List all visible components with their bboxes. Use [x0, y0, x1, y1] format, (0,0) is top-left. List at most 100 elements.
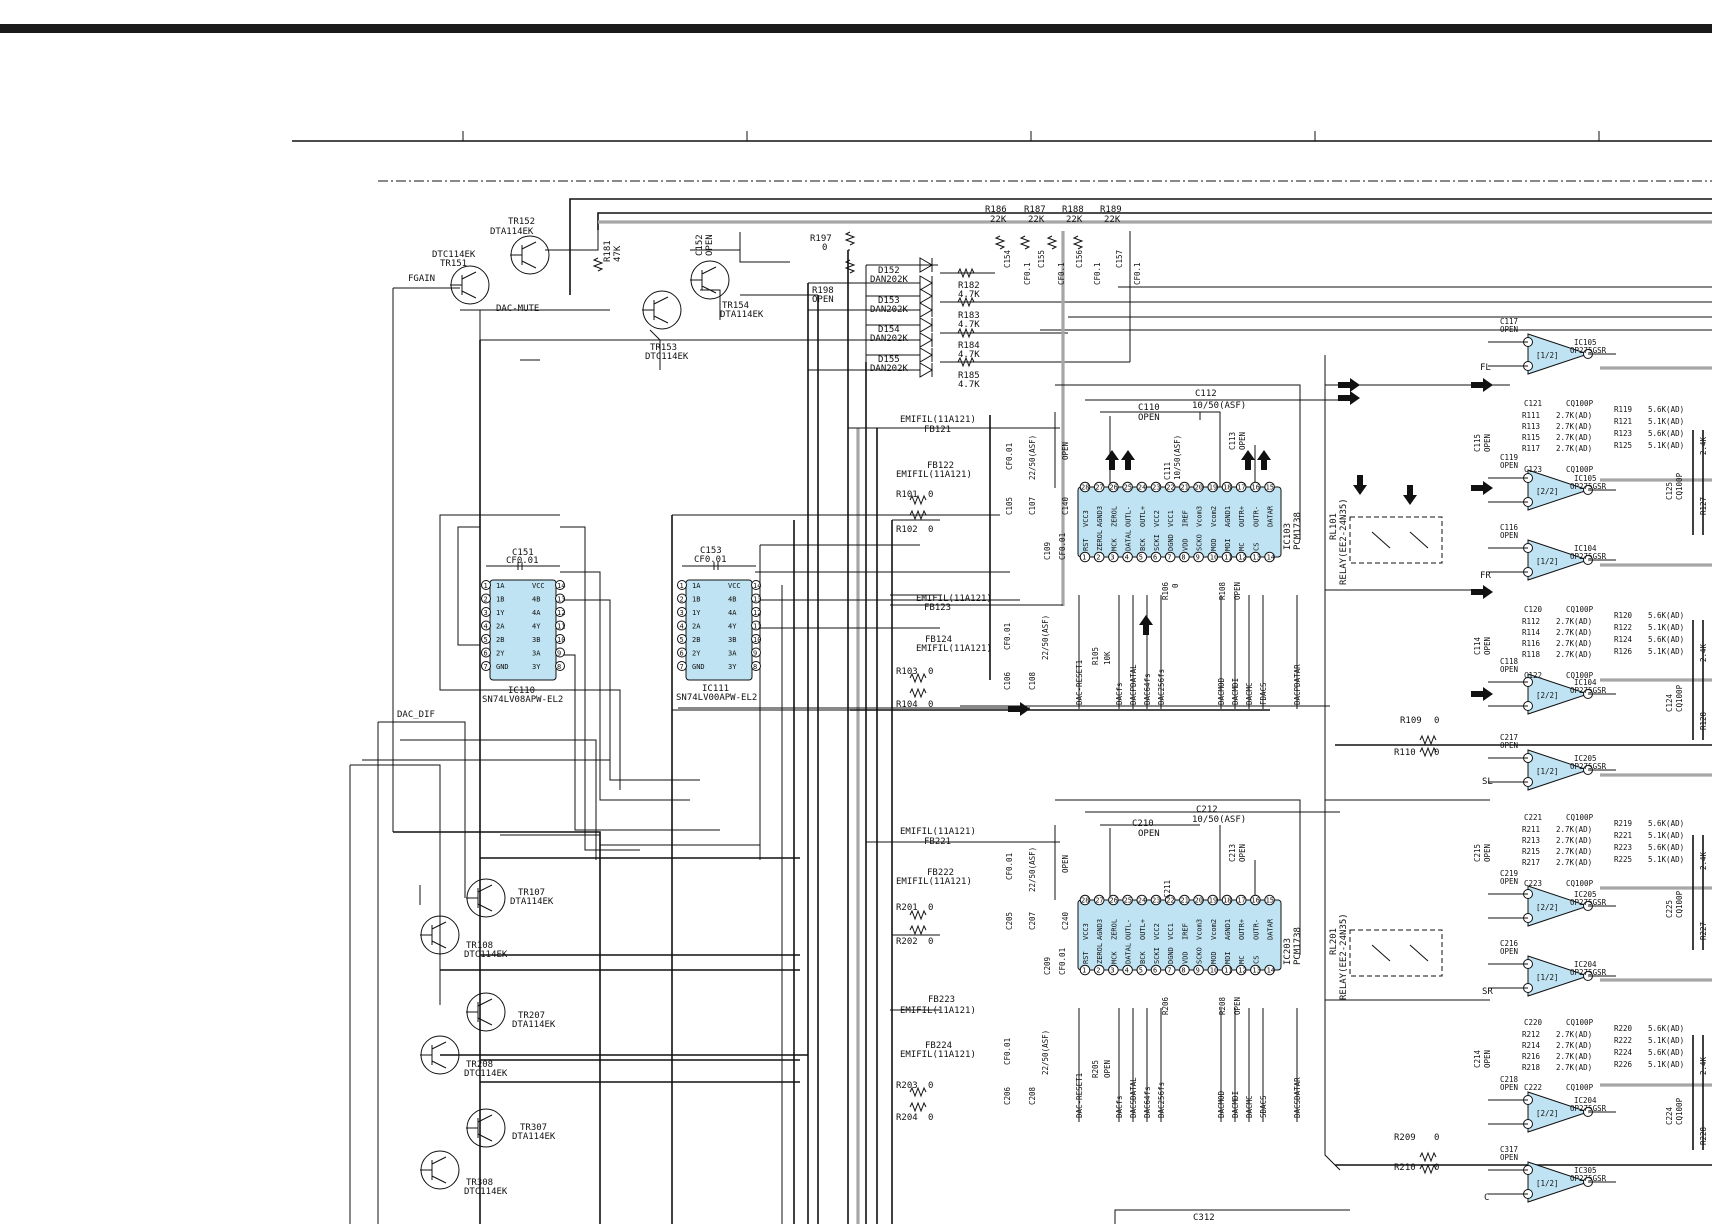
ic103-pin-bottom: [1221, 551, 1233, 563]
ic103-pin-bottom: [1250, 551, 1261, 563]
feedback-cap-ref: C120: [1524, 605, 1543, 614]
ic103-pinname-bottom: MDI: [1224, 538, 1232, 551]
resistor-ref: R117: [1522, 444, 1540, 453]
ic203-pinnum-top: 20: [1195, 897, 1203, 905]
ic104b-ref: IC104: [1574, 678, 1597, 687]
ic203-pin-top: [1193, 894, 1204, 906]
c312-ref: C312: [1193, 1213, 1215, 1223]
feedback-cap-ref: C122: [1524, 671, 1542, 680]
ic204b-part: OP275GSR: [1570, 1104, 1607, 1113]
dac2-bus-label: DACfs: [1115, 1095, 1124, 1118]
dac2-bus-label: SDACS: [1259, 1095, 1268, 1118]
opamp-symbols: [1488, 333, 1616, 1203]
dac2-bus-label: DACMOD: [1217, 1090, 1226, 1118]
ic305a-cap-val: OPEN: [1500, 1153, 1518, 1162]
feedback-cap-ref: C121: [1524, 399, 1542, 408]
ic110-pinnum-left: 6: [484, 650, 488, 658]
tr308-part: DTC114EK: [464, 1187, 508, 1197]
resistor-ref: R115: [1522, 433, 1540, 442]
resistor-val: 2.7K(AD): [1556, 1063, 1592, 1072]
r188-ref: R188: [1062, 205, 1084, 215]
ic111-pin-left-1: [677, 580, 687, 590]
r188-val: 22K: [1066, 215, 1083, 225]
ic103-pinnum-bottom: 3: [1110, 554, 1114, 562]
ic103-pinname-top: VCC3: [1082, 510, 1090, 527]
ic103-pinnum-top: 24: [1138, 484, 1146, 492]
resistor-val: 2.7K(AD): [1556, 639, 1592, 648]
r227-ref: R227: [1699, 922, 1708, 940]
ic203-pinnum-top: 19: [1209, 897, 1217, 905]
ic203-pinnum-bottom: 13: [1252, 967, 1260, 975]
ic105a-opamp-body: [1527, 333, 1590, 375]
ic205a-opamp-body: [1527, 749, 1590, 791]
ic205b-cap-val: OPEN: [1500, 877, 1518, 886]
r187-ref: R187: [1024, 205, 1046, 215]
ic103-pinname-bottom: ZEROL: [1096, 530, 1104, 551]
ic203-pin-top: [1150, 894, 1162, 906]
c115-val: OPEN: [1483, 434, 1492, 452]
r103-ref: R103: [896, 667, 918, 677]
c156-val: CF0.1: [1093, 262, 1102, 285]
c225-val: CQ100P: [1675, 890, 1684, 918]
ic103-pin-top: [1193, 481, 1204, 493]
ic203-pin-bottom: [1136, 964, 1148, 976]
ic111-pinname-left: 1Y: [692, 609, 701, 617]
c108-val: 22/50(ASF): [1041, 615, 1050, 660]
ic103-pins: 28VCC31RST27AGND32ZEROL26ZEROL3MCK25OUTL…: [1079, 481, 1275, 563]
ic103-pin-top: [1235, 481, 1247, 493]
c207-ref: C207: [1028, 912, 1037, 930]
ic111-pin-right-11: [751, 620, 761, 631]
rl101-ref: RL101: [1329, 513, 1339, 540]
r209-val: 0: [1434, 1133, 1439, 1143]
r197-ref: R197: [810, 234, 832, 244]
r204-ref: R204: [896, 1113, 918, 1123]
ic305a-opamp-body: [1527, 1161, 1590, 1203]
ic111-pinname-left: 1B: [692, 596, 700, 604]
ic110-pin-right-12: [555, 607, 565, 617]
c153-ref: C153: [700, 546, 722, 556]
ic111-pinnum-left: 3: [680, 609, 684, 617]
ic203-pinname-bottom: SCKO: [1196, 947, 1204, 964]
ic203-pinnum-bottom: 1: [1082, 967, 1086, 975]
ic110-pinname-left: 2B: [496, 636, 504, 644]
ic105a-ref: IC105: [1574, 338, 1597, 347]
ic104b-cap-ref: C118: [1500, 657, 1519, 666]
ic203-pinnum-bottom: 9: [1196, 967, 1200, 975]
transistor-symbols: [420, 235, 730, 1190]
ic103-pinnum-top: 15: [1266, 484, 1274, 492]
r106-ref: R106: [1161, 581, 1170, 600]
c214-val: OPEN: [1483, 1050, 1492, 1068]
resistor-ref: R124: [1614, 635, 1633, 644]
c224-val: CQ100P: [1675, 1097, 1684, 1125]
ic110-pinname-left: 1Y: [496, 609, 505, 617]
net-dac-dif: DAC_DIF: [397, 710, 435, 720]
ic103-pinnum-bottom: 6: [1153, 554, 1157, 562]
ic203-pin-top: [1122, 894, 1133, 906]
c211-ref: C211: [1163, 880, 1172, 898]
c109-val: CF0.01: [1058, 533, 1067, 560]
ic110-pinnum-right: 10: [557, 636, 565, 644]
ic110-pinname-right: 3Y: [532, 663, 541, 671]
tr107-ref: TR107: [518, 888, 545, 898]
resistor-ref: R123: [1614, 429, 1632, 438]
ic203-pinname-bottom: DGND: [1167, 947, 1175, 964]
c214-ref: C214: [1473, 1049, 1482, 1068]
c107-val: 22/50(ASF): [1028, 435, 1037, 480]
ic104a-ref: IC104: [1574, 544, 1597, 553]
ic203-pinnum-top: 16: [1251, 897, 1259, 905]
feedback-cap-val: CQ100P: [1566, 399, 1594, 408]
ic110-pinnum-left: 1: [484, 582, 488, 590]
feedback-cap-val: CQ100P: [1566, 671, 1594, 680]
ic103-pin-bottom: [1108, 551, 1119, 563]
ic203-pinname-top: OUTR-: [1252, 919, 1260, 940]
c114-val: OPEN: [1483, 637, 1492, 655]
r198-ref: R198: [812, 286, 834, 296]
ic103-pinnum-bottom: 2: [1096, 554, 1100, 562]
resistor-ref: R119: [1614, 405, 1632, 414]
r183-ref: R183: [958, 311, 980, 321]
c240-ref: C240: [1061, 911, 1070, 930]
d153-part: DAN202K: [870, 305, 909, 315]
c113-val: OPEN: [1238, 432, 1247, 450]
ic110-pinname-right: 4B: [532, 596, 540, 604]
c205-ref: C205: [1005, 912, 1014, 930]
